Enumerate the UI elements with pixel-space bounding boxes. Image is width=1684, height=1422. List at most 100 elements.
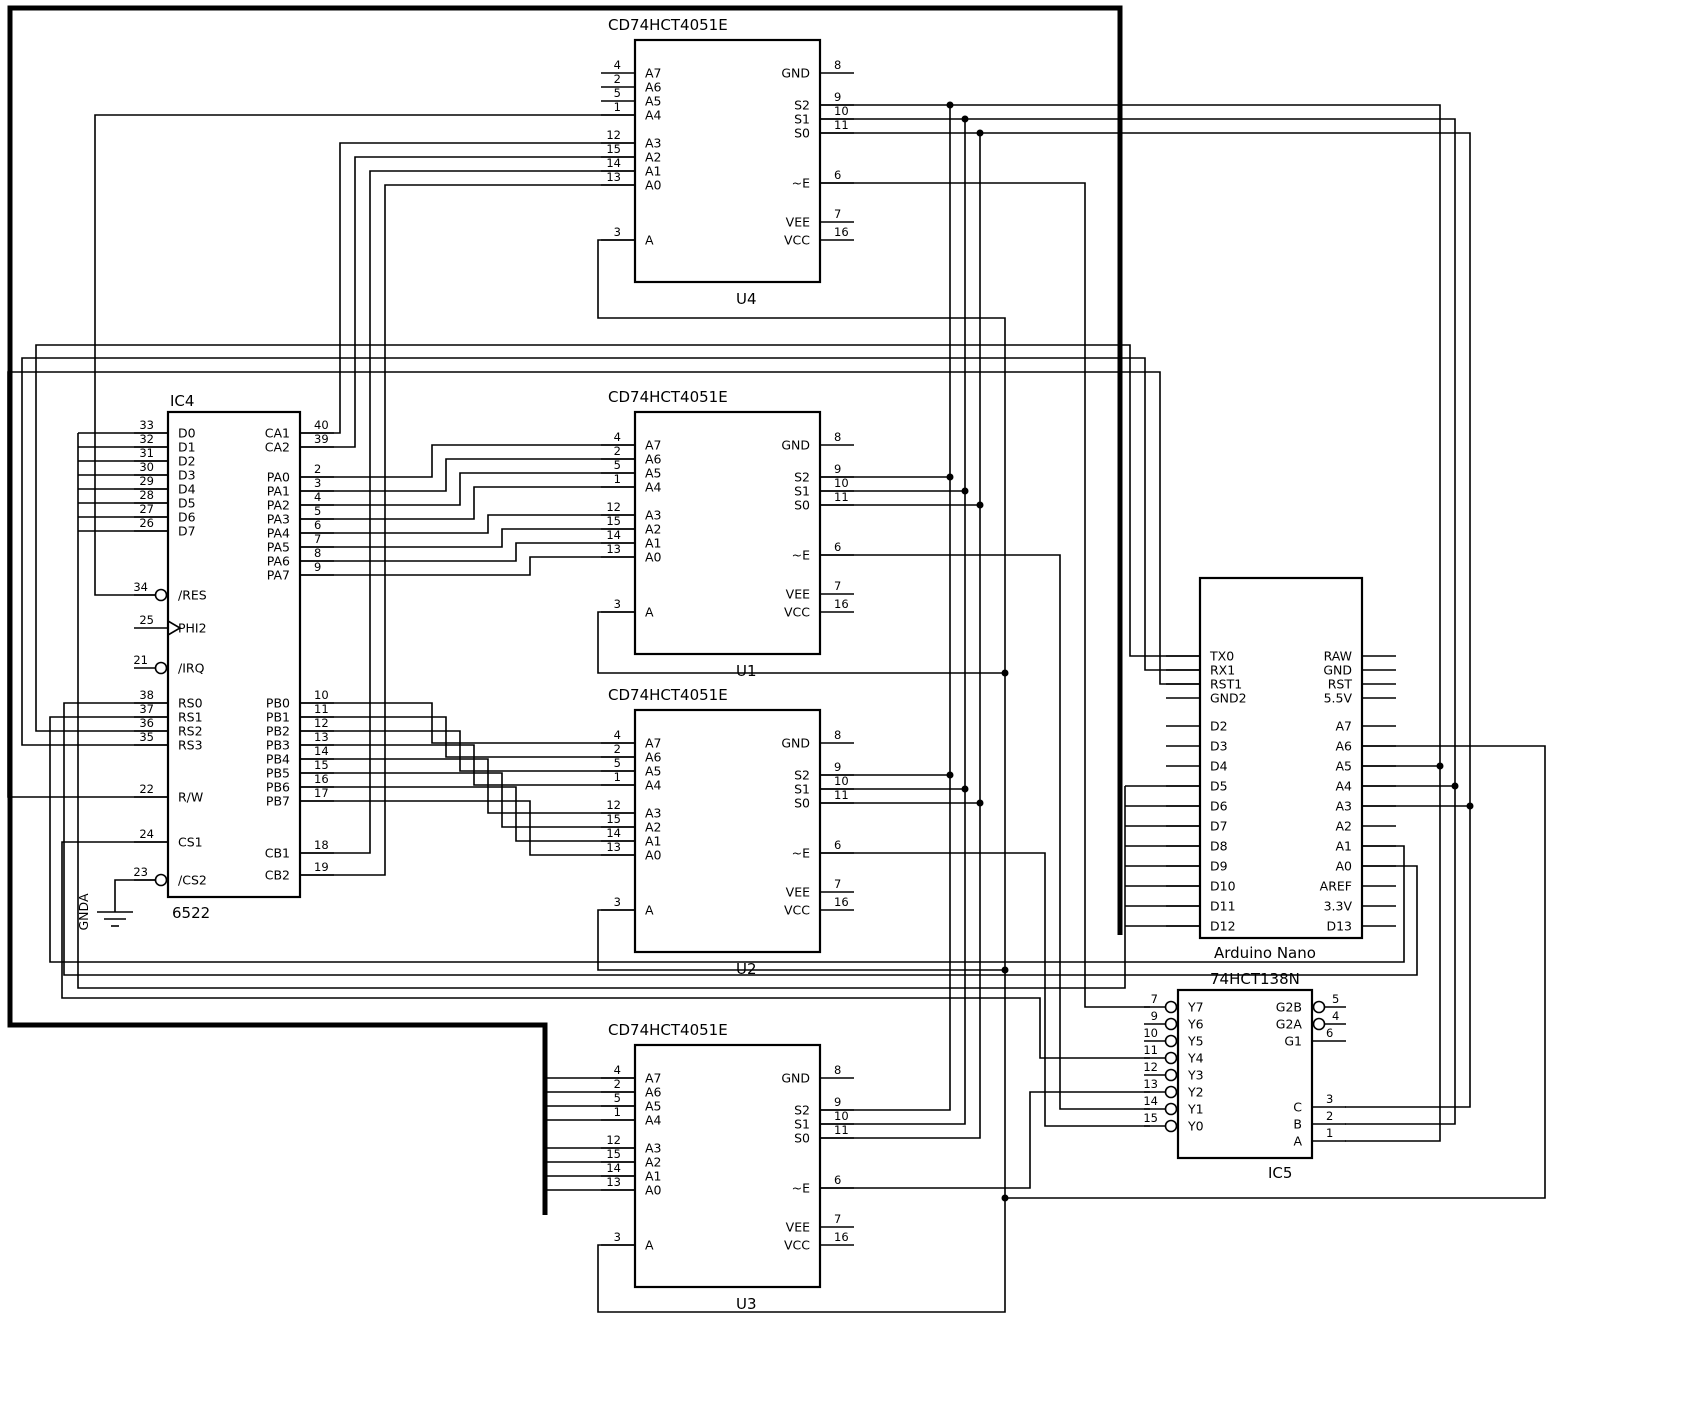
pin-number: 14 [606,1161,621,1175]
pin-label: A0 [645,848,662,863]
pin-label: S2 [794,470,810,485]
pin-label: S0 [794,796,810,811]
active-low-bubble [1164,1000,1178,1014]
pin-number: 18 [314,838,329,852]
pin-label: A [645,903,654,918]
pin-number: 10 [314,688,329,702]
active-low-bubble [154,873,168,887]
wire [21,357,1200,746]
pin-number: 11 [1143,1043,1158,1057]
pin-number: 11 [834,118,849,132]
pin-label: GND [781,1071,810,1086]
pin-label: A3 [645,1141,662,1156]
junction-dot [976,129,984,137]
chip-ref: U1 [736,662,757,680]
pin-number: 17 [314,786,329,800]
pin-number: 10 [834,104,849,118]
pin-label: PB1 [266,710,290,725]
active-low-bubble [1164,1051,1178,1065]
pin-label: D11 [1210,899,1236,914]
wire [63,702,1418,976]
pin-label: S0 [794,498,810,513]
active-low-bubble [1164,1119,1178,1133]
pin-label: PA2 [267,498,290,513]
pin-label: S1 [794,1117,810,1132]
pin-label: A0 [645,1183,662,1198]
chip-title: CD74HCT4051E [608,388,728,406]
pin-number: 9 [834,1095,841,1109]
pin-number: 12 [606,1133,621,1147]
pin-number: 29 [139,474,154,488]
pin-label: Y0 [1187,1119,1204,1134]
pin-label: TX0 [1209,649,1234,664]
junction-dot [1001,669,1009,677]
pin-label: D7 [178,524,196,539]
pin-label: C [1293,1100,1302,1115]
junction-dot [1466,802,1474,810]
pin-number: 7 [834,579,841,593]
pin-number: 8 [314,546,321,560]
pin-label: D5 [1210,779,1228,794]
pin-number: 15 [606,812,621,826]
clock-symbol [167,620,182,636]
pin-label: A7 [645,1071,662,1086]
pin-number: 40 [314,418,329,432]
pin-label: A6 [1335,739,1352,754]
pin-number: 9 [834,462,841,476]
pin-label: RST [1328,677,1353,692]
chip-body [633,1043,822,1289]
pin-label: Y2 [1187,1085,1204,1100]
pin-number: 1 [614,1105,621,1119]
pin-label: PA7 [267,568,290,583]
chip-ref: Arduino Nano [1214,944,1316,962]
pin-label: D1 [178,440,196,455]
active-low-bubble [1312,1000,1326,1014]
pin-label: D3 [1210,739,1228,754]
wire [820,118,1456,787]
chip-U1: CD74HCT4051EU1A74A62A55A41A312A215A114A0… [601,388,854,680]
pin-number: 26 [139,516,154,530]
pin-number: 5 [1332,992,1339,1006]
wire [300,744,635,786]
wire [300,528,635,548]
pin-number: 2 [614,742,621,756]
pin-number: 10 [1143,1026,1158,1040]
pin-number: 4 [614,58,621,72]
pin-label: CB1 [265,846,290,861]
pin-number: 13 [606,1175,621,1189]
pin-number: 5 [614,86,621,100]
pin-number: 12 [1143,1060,1158,1074]
chip-body [1176,988,1314,1160]
pin-label: Y6 [1187,1017,1204,1032]
junction-dot [961,785,969,793]
active-low-bubble [1164,1068,1178,1082]
active-low-bubble [154,661,168,675]
chip-body [633,410,822,656]
wire [300,758,635,814]
pin-label: A6 [645,1085,662,1100]
pin-label: ~E [792,176,810,191]
pin-label: PB7 [266,794,290,809]
pin-number: 4 [314,490,321,504]
pin-label: CB2 [265,868,290,883]
pin-label: G2A [1276,1017,1303,1032]
pin-label: PA3 [267,512,290,527]
pin-number: 15 [1143,1111,1158,1125]
wire [820,133,981,1139]
wire [94,114,635,596]
pin-label: PB4 [266,752,290,767]
pin-label: A5 [645,94,662,109]
chip-body [166,410,302,899]
pin-number: 7 [834,1212,841,1226]
pin-number: 4 [614,728,621,742]
junction-dot [976,799,984,807]
pin-label: A1 [645,834,662,849]
pin-label: D4 [1210,759,1228,774]
wire [820,182,1150,1008]
pin-number: 9 [1151,1009,1158,1023]
chip-body [1198,576,1364,940]
pin-number: 3 [314,476,321,490]
pin-label: D4 [178,482,196,497]
pin-number: 12 [606,798,621,812]
pin-label: A2 [645,1155,662,1170]
